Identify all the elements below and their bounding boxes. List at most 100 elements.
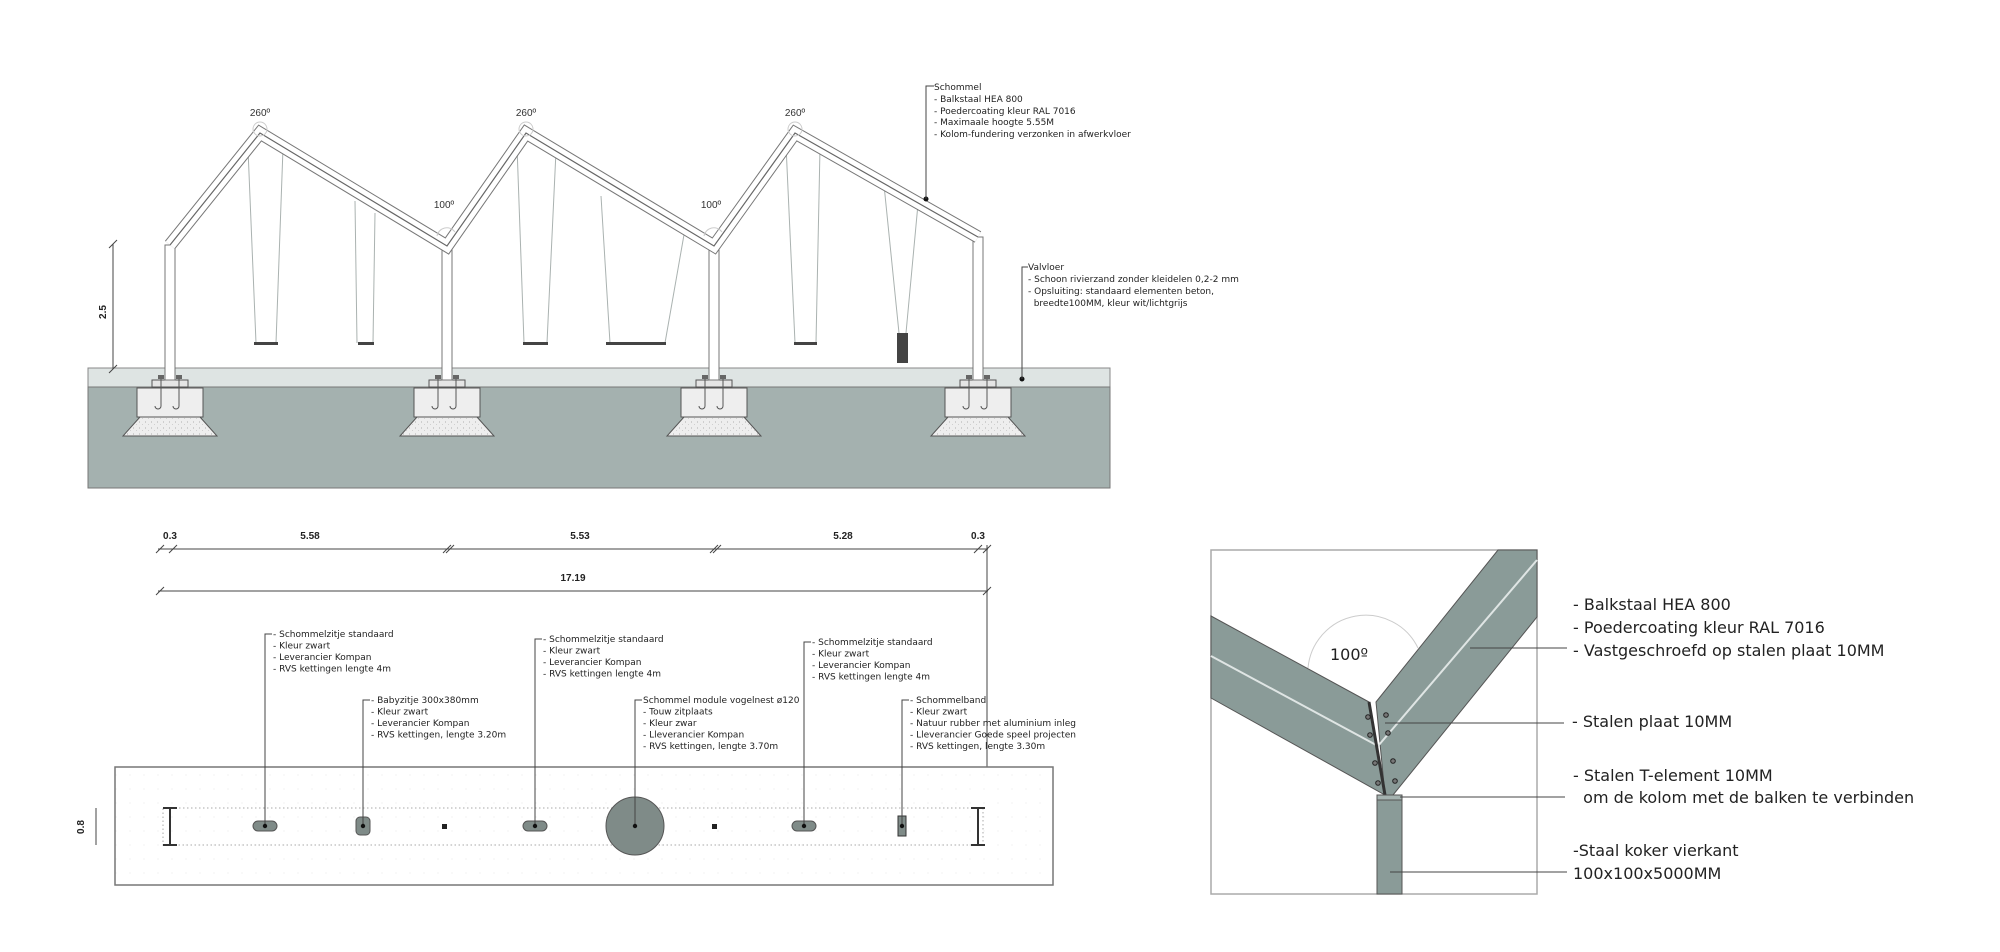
angle-arc	[1307, 614, 1419, 669]
square-column	[1376, 794, 1403, 895]
rope	[905, 203, 919, 334]
peak-angle-label: 260º	[250, 108, 271, 119]
swing-seat	[606, 342, 666, 345]
column	[972, 236, 984, 381]
footing-block	[680, 387, 748, 418]
callout-line: - Kleur zwart	[910, 708, 968, 718]
frame-beams	[164, 124, 982, 255]
column-marker	[442, 824, 447, 829]
plan-callout: - Schommelband - Kleur zwart- Natuur rubb…	[910, 696, 1076, 752]
callout-line: Schommel module vogelnest ø120	[643, 696, 800, 706]
detail-angle-label: 100º	[1330, 645, 1368, 664]
total-dim-label: 17.19	[560, 573, 585, 584]
dim-label: 5.58	[300, 531, 320, 542]
callout-line: - Leverancier Kompan	[371, 719, 470, 729]
column	[708, 247, 720, 381]
callout-line: - Lleverancier Kompan	[643, 731, 744, 741]
callout-line: - RVS kettingen, lengte 3.30m	[910, 742, 1045, 752]
callout-line: - RVS kettingen, lengte 3.70m	[643, 742, 778, 752]
valley-angle-label: 100º	[434, 200, 455, 211]
detail-label-column: -Staal koker vierkant 100x100x5000MM	[1573, 841, 1744, 883]
footing-block	[413, 387, 481, 418]
dim-tick	[442, 544, 452, 554]
nut	[984, 375, 990, 379]
callout-leader	[264, 633, 272, 826]
dim-label: 5.53	[570, 531, 590, 542]
detail-label-beam: - Balkstaal HEA 800 - Poedercoating kleu…	[1573, 595, 1884, 660]
bolts	[1365, 712, 1398, 786]
valley-angle-label: 100º	[701, 200, 722, 211]
bolt	[1385, 730, 1391, 736]
swing-seat	[794, 342, 817, 345]
nut	[435, 375, 441, 379]
callout-line: - Schommelzitje standaard	[543, 635, 664, 645]
plan-callout: - Schommelzitje standaard- Kleur zwart- …	[543, 635, 664, 680]
callout-line: - Touw zitplaats	[643, 708, 713, 718]
angle-arc	[518, 121, 534, 137]
i-beam-right	[971, 807, 985, 846]
dim-label: 0.3	[163, 531, 177, 542]
callout-line: - Schommelzitje standaard	[812, 638, 933, 648]
plan-callout: - Schommelzitje standaard- Kleur zwart- …	[273, 630, 394, 675]
footing-base	[929, 416, 1027, 437]
callout-line: - Kleur zwar	[643, 719, 697, 729]
footing-base	[398, 416, 496, 437]
callout-line: - RVS kettingen lengte 4m	[543, 670, 661, 680]
column	[164, 244, 176, 381]
footing-block	[944, 387, 1012, 418]
anchor-bolt	[172, 376, 180, 410]
plan-view: 0.8 - Schommelzitje standaard- Kleur zwa…	[76, 630, 1076, 886]
base-plate	[428, 379, 466, 388]
bolt	[1383, 712, 1389, 718]
column	[441, 247, 453, 381]
callout-line: - Babyzitje 300x380mm	[371, 696, 479, 706]
callout-leader	[1021, 266, 1028, 379]
anchor-bolt	[980, 376, 988, 410]
anchor-bolt	[716, 376, 724, 410]
detail-label-t-element: - Stalen T-element 10MM om de kolom met …	[1573, 766, 1914, 807]
callout-line: - Schommelband	[910, 696, 986, 706]
callout-line: - Leverancier Kompan	[543, 658, 642, 668]
rope	[664, 228, 686, 344]
callout-leader	[925, 85, 934, 199]
nut	[176, 375, 182, 379]
dim-label: 0.3	[971, 531, 985, 542]
joint-detail: 100º - Balkstaal HEA 800 - Poedercoating…	[1210, 549, 1914, 895]
schommel-callout: Schommel - Balkstaal HEA 800 - Poedercoa…	[934, 83, 1131, 140]
plan-callout: - Schommelzitje standaard - Kleur zwart- …	[812, 638, 933, 683]
column-marker	[712, 824, 717, 829]
peak-angle-label: 260º	[785, 108, 806, 119]
angle-arc	[787, 121, 803, 137]
t-element	[1376, 794, 1403, 801]
height-dimension-label: 2.5	[98, 305, 109, 319]
peak-angle-label: 260º	[516, 108, 537, 119]
dim-label: 5.28	[833, 531, 853, 542]
rope	[372, 212, 376, 344]
nut	[720, 375, 726, 379]
callout-line: - Natuur rubber met aluminium inleg	[910, 719, 1076, 729]
steel-plate	[1367, 701, 1387, 796]
nut	[966, 375, 972, 379]
bolt	[1367, 732, 1373, 738]
dim-tick	[973, 544, 983, 554]
callout-dot	[262, 823, 268, 829]
bolt	[1392, 778, 1398, 784]
swing-ropes	[247, 144, 919, 344]
dim-tick	[155, 586, 165, 596]
plan-callout: Schommel module vogelnest ø120 - Touw zit…	[643, 696, 800, 752]
bolt	[1372, 760, 1378, 766]
rope	[815, 147, 821, 344]
rope	[516, 145, 525, 344]
nut	[702, 375, 708, 379]
dim-tick	[168, 544, 178, 554]
callout-leader	[803, 641, 811, 826]
callout-line: - Kleur zwart	[273, 642, 331, 652]
dim-tick	[982, 544, 992, 554]
callout-leader	[534, 638, 542, 826]
callout-line: - RVS kettingen lengte 4m	[273, 665, 391, 675]
callout-dot	[632, 823, 638, 829]
callout-line: - Leverancier Kompan	[812, 661, 911, 671]
callout-line: - Kleur zwart	[812, 650, 870, 660]
dim-tick	[445, 544, 455, 554]
